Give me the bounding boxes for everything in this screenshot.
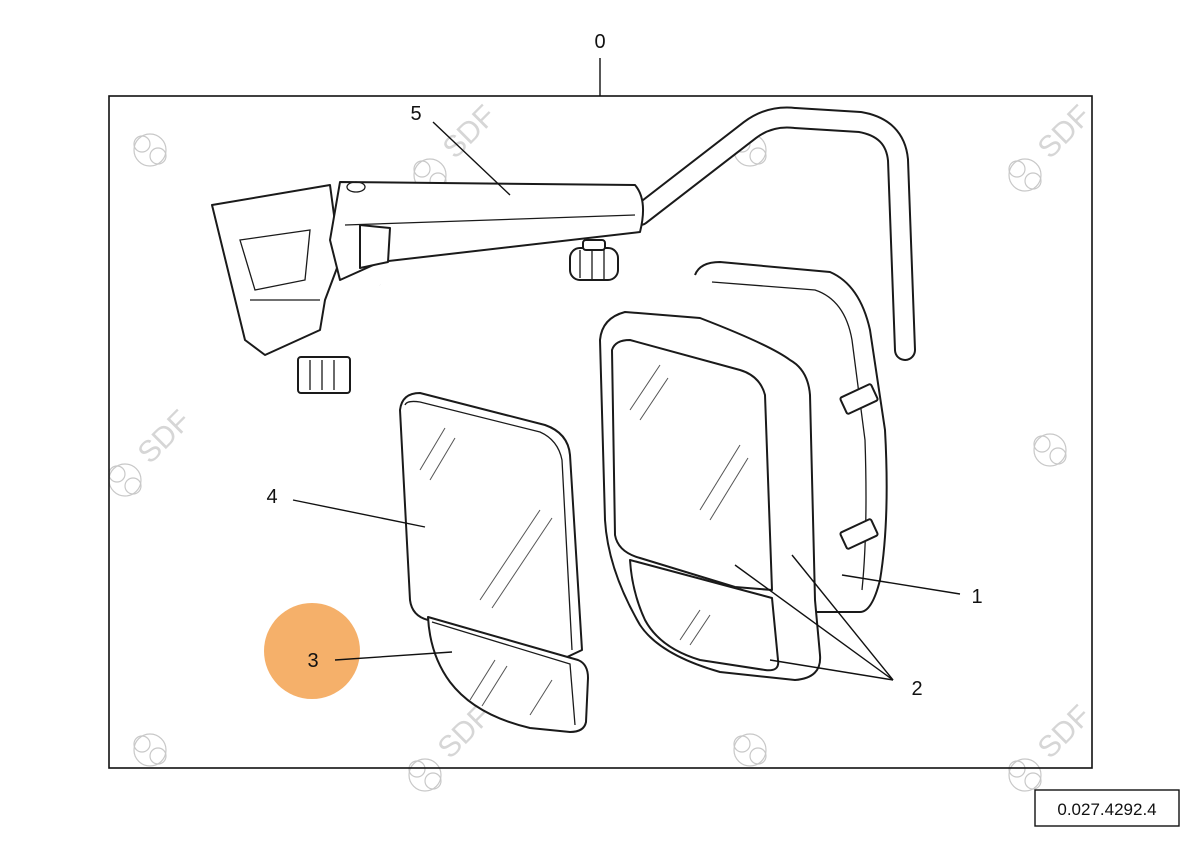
callout-5-leader xyxy=(432,121,511,196)
mounting-plate xyxy=(211,184,341,356)
watermark-logo-icon xyxy=(133,133,167,167)
cable xyxy=(340,284,467,381)
reference-number-box xyxy=(1034,789,1180,827)
watermark-logo-icon xyxy=(1008,158,1042,192)
watermark-logo-icon xyxy=(408,758,442,792)
callout-0[interactable]: 0 xyxy=(594,31,605,53)
watermark-text: SDF xyxy=(132,404,198,470)
callout-4-leader xyxy=(292,499,426,528)
adjuster-knob-icon xyxy=(569,239,619,281)
watermark-logo-icon xyxy=(108,463,142,497)
arm-body xyxy=(329,181,645,281)
callout-1-leader xyxy=(841,574,961,595)
part-5-mirror-arm[interactable] xyxy=(211,106,916,394)
watermark-logo-icon xyxy=(133,733,167,767)
callout-3-leader xyxy=(334,651,453,661)
callout-3[interactable]: 3 xyxy=(307,650,318,672)
callout-5[interactable]: 5 xyxy=(410,103,421,125)
part-4-main-mirror-glass[interactable] xyxy=(399,392,583,659)
watermark-text: SDF xyxy=(437,99,503,165)
callout-2-leader-c xyxy=(769,659,894,681)
watermark-logo-icon xyxy=(1008,758,1042,792)
callout-2-leader-b xyxy=(791,554,894,681)
watermark-logo-icon xyxy=(1033,433,1067,467)
callout-4[interactable]: 4 xyxy=(266,486,277,508)
part-3-wide-angle-glass[interactable] xyxy=(427,616,589,733)
watermark-logo-icon xyxy=(733,733,767,767)
callout-2-leader-a xyxy=(734,564,894,681)
reference-number: 0.027.4292.4 xyxy=(1057,800,1156,819)
part-2-mirror-assembly[interactable] xyxy=(599,311,822,681)
lower-mirror-glass xyxy=(629,559,780,672)
callout-2[interactable]: 2 xyxy=(911,678,922,700)
callout-3-highlight xyxy=(264,603,360,699)
watermark-text: SDF xyxy=(1032,699,1098,765)
upper-mirror-glass xyxy=(611,339,773,591)
watermark-text: SDF xyxy=(1032,99,1098,165)
arm-tube-fill xyxy=(631,108,914,359)
callout-1[interactable]: 1 xyxy=(971,586,982,608)
cable-connector xyxy=(297,356,351,394)
